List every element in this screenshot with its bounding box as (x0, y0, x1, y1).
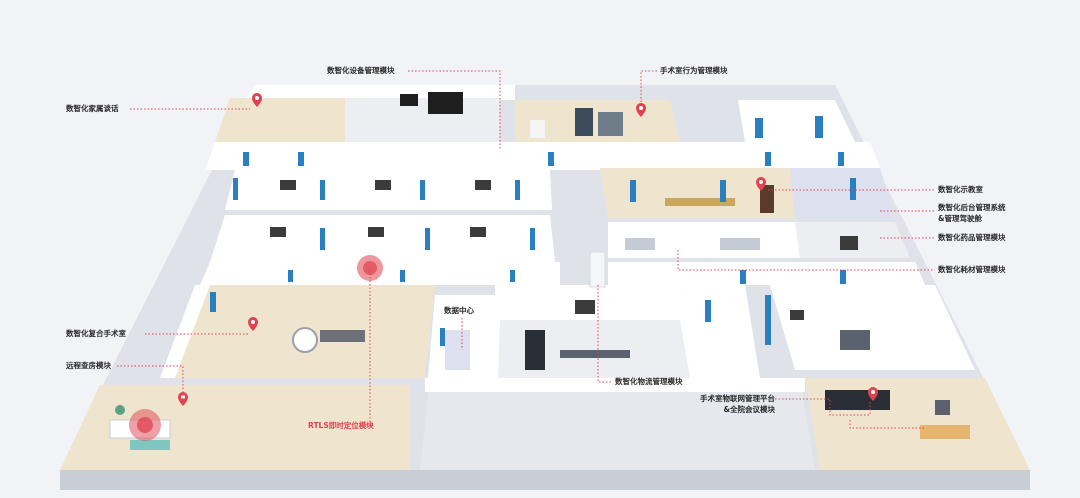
device-room (345, 98, 500, 142)
pharmacy-room (608, 222, 708, 258)
label-rtls: RTLS即时定位模块 (308, 421, 374, 430)
family-talk-room (215, 98, 345, 142)
location-pins (178, 93, 878, 406)
label-iot-line1: 手术室物联网管理平台 (700, 394, 775, 403)
backend-room (790, 168, 895, 218)
or-row-1 (225, 170, 552, 210)
label-backend: 数智化后台管理系统 &管理驾驶舱 (938, 202, 1006, 224)
or-table (320, 330, 365, 342)
label-backend-line1: 数智化后台管理系统 (938, 203, 1006, 212)
floor-edge (60, 470, 1030, 490)
display-board (760, 185, 774, 213)
corridor-wall (205, 142, 600, 170)
or-row-2 (210, 215, 555, 262)
right-or-room (770, 285, 975, 370)
equipment-cabinet (575, 108, 593, 136)
label-teaching: 数智化示教室 (938, 185, 983, 194)
label-or-behavior: 手术室行为管理模块 (660, 66, 728, 75)
label-logistics: 数智化物流管理模块 (615, 377, 683, 386)
label-family-talk: 数智化家属谈话 (66, 104, 119, 113)
monitor-2 (428, 92, 463, 114)
label-remote-ward: 远程查房模块 (66, 361, 111, 370)
label-backend-line2: &管理驾驶舱 (938, 214, 983, 223)
label-iot: 手术室物联网管理平台 &全院会议模块 (690, 393, 775, 415)
label-pharmacy: 数智化药品管理模块 (938, 233, 1006, 242)
label-iot-line2: &全院会议模块 (723, 405, 775, 414)
label-hybrid-or: 数智化复合手术室 (66, 329, 126, 338)
monitor-1 (400, 94, 418, 106)
conference-screen (825, 390, 890, 410)
label-device-mgmt: 数智化设备管理模块 (327, 66, 395, 75)
teaching-desk (665, 198, 735, 206)
label-datacenter: 数据中心 (444, 306, 474, 315)
label-consumables: 数智化耗材管理模块 (938, 265, 1006, 274)
leader-lines (117, 70, 935, 429)
